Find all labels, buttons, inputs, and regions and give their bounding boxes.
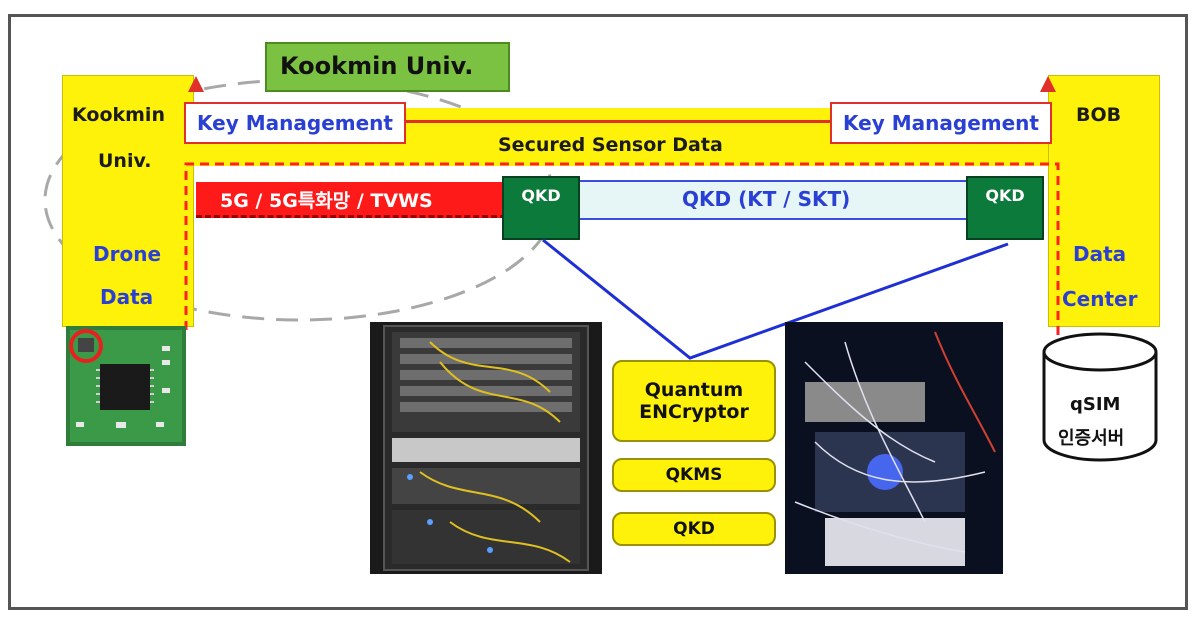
qkms-box: QKMS [612,458,776,492]
drone-data-label: Data [100,285,154,309]
qkd-right-box: QKD [966,176,1044,240]
key-link-line [402,120,834,123]
kookmin-title: Kookmin Univ. [280,52,474,80]
network-label: 5G / 5G특화망 / TVWS [220,190,433,212]
kookmin-title-box [265,42,510,92]
qkd-stack-label: QKD [673,519,715,539]
key-management-right: Key Management [830,102,1052,144]
kookmin-panel [62,75,194,327]
quantum-encryptor-label: Quantum ENCryptor [639,379,749,423]
qkd-left-box: QKD [502,176,580,240]
quantum-encryptor-box: Quantum ENCryptor [612,360,776,442]
qsim-label: qSIM [1070,394,1121,415]
data-center-label-2: Center [1062,287,1138,311]
qkd-link-band [578,180,970,220]
bob-label: BOB [1076,104,1122,126]
qkd-stack-box: QKD [612,512,776,546]
auth-server-label: 인증서버 [1058,428,1125,449]
kookmin-panel-line1: Kookmin [72,104,165,126]
qkd-link-label: QKD (KT / SKT) [682,187,851,211]
drone-label: Drone [93,242,162,266]
qkd-lab-photo [785,322,1003,574]
kookmin-panel-line2: Univ. [98,150,152,172]
bob-panel [1048,75,1160,327]
data-center-label-1: Data [1073,242,1127,266]
qkms-label: QKMS [665,465,723,485]
database-icon [1042,332,1158,462]
secured-sensor-data-label: Secured Sensor Data [498,134,723,156]
antenna-icon [1040,76,1056,92]
qkd-rack-photo [370,322,602,574]
antenna-icon [188,76,204,92]
network-band [196,182,506,218]
key-management-left: Key Management [184,102,406,144]
circuit-board-icon [66,326,186,446]
